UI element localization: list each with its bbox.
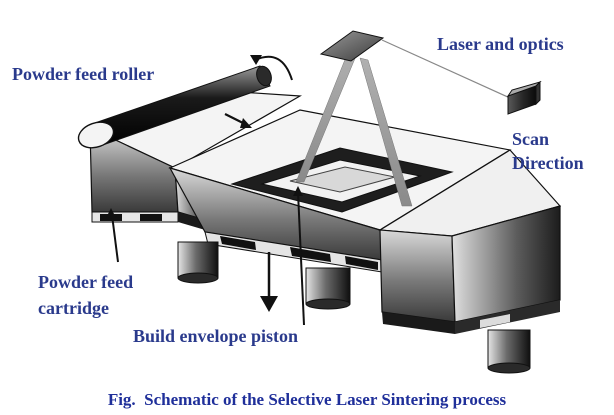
label-scan: Scan: [512, 129, 550, 149]
piston-arrowhead: [260, 296, 278, 312]
label-build-envelope-piston: Build envelope piston: [133, 326, 299, 346]
build-label-pointer-line: [297, 191, 305, 326]
cartridge-pointer-line: [111, 214, 119, 263]
laser-beams: [295, 51, 413, 207]
label-direction: Direction: [512, 153, 584, 173]
label-laser-and-optics: Laser and optics: [437, 34, 564, 54]
roller-motion-arrow-shaft: [224, 113, 246, 125]
piston-cylinders: [177, 241, 531, 374]
roller-motion-arrowhead: [240, 118, 252, 128]
cartridge-pointer-arrowhead: [106, 208, 116, 218]
scanning-mirror: [319, 30, 385, 62]
powder-feed-roller-shape: [77, 65, 272, 149]
figure-caption: Fig. Schematic of the Selective Laser Si…: [107, 390, 507, 409]
label-powder-feed-roller: Powder feed roller: [12, 64, 155, 84]
rotation-arrowhead: [250, 55, 262, 65]
label-cartridge: cartridge: [38, 298, 109, 318]
laser-source-line: [381, 39, 511, 99]
build-label-pointer-arrowhead: [293, 186, 303, 196]
overflow-cartridge: [378, 149, 562, 334]
label-powder-feed: Powder feed: [38, 272, 134, 292]
laser-source: [506, 80, 542, 115]
